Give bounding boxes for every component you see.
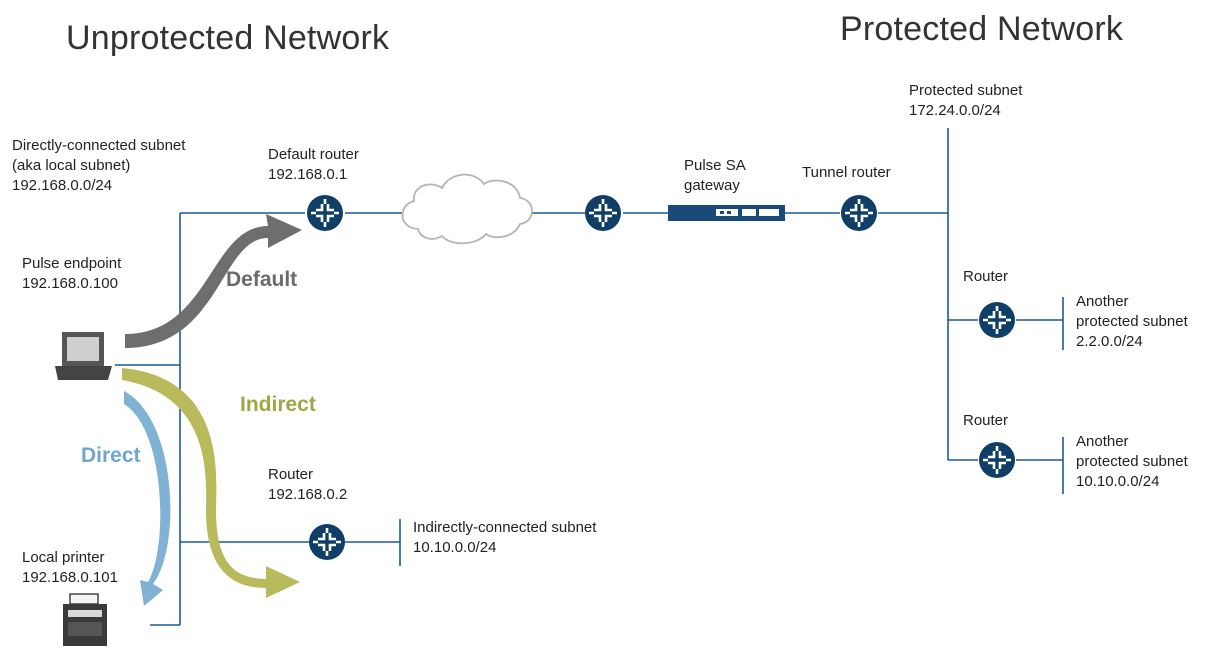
direct-subnet-address: 192.168.0.0/24 xyxy=(12,177,113,194)
unprotected-network-title: Unprotected Network xyxy=(66,19,390,57)
default-flow-arrow xyxy=(125,214,302,348)
pulse-sa-gateway-label: Pulse SA gateway xyxy=(684,156,746,196)
router-b-icon xyxy=(977,440,1017,480)
local-printer-label: Local printer 192.168.0.101 xyxy=(22,548,118,588)
another-subnet-b-line2: protected subnet xyxy=(1076,453,1188,470)
router-c-name: Router xyxy=(268,466,314,483)
protected-network-title: Protected Network xyxy=(840,10,1124,48)
router-c-address: 192.168.0.2 xyxy=(268,486,348,503)
indirect-flow-label: Indirect xyxy=(240,393,316,416)
default-router-name: Default router xyxy=(268,146,359,163)
default-router-label: Default router 192.168.0.1 xyxy=(268,145,359,185)
router-icon xyxy=(583,193,623,233)
printer-icon xyxy=(63,593,107,646)
pulse-sa-name: Pulse SA xyxy=(684,157,746,174)
default-router-address: 192.168.0.1 xyxy=(268,166,348,183)
pulse-endpoint-name: Pulse endpoint xyxy=(22,255,122,272)
protected-subnet-label: Protected subnet 172.24.0.0/24 xyxy=(909,81,1022,121)
tunnel-router-label: Tunnel router xyxy=(802,164,891,181)
tunnel-router-icon xyxy=(839,193,879,233)
router-a-label: Router xyxy=(963,268,1009,285)
router-c-icon xyxy=(307,522,347,562)
direct-subnet-alias: (aka local subnet) xyxy=(12,157,131,174)
indirect-subnet-address: 10.10.0.0/24 xyxy=(413,539,497,556)
pulse-endpoint-label: Pulse endpoint 192.168.0.100 xyxy=(22,254,121,294)
another-subnet-a-address: 2.2.0.0/24 xyxy=(1076,333,1143,350)
network-links xyxy=(115,128,1064,626)
another-subnet-a-line1: Another xyxy=(1076,293,1129,310)
another-subnet-b-label: Another protected subnet 10.10.0.0/24 xyxy=(1076,432,1188,492)
direct-subnet-name: Directly-connected subnet xyxy=(12,137,186,154)
router-b-label: Router xyxy=(963,412,1009,429)
another-subnet-a-line2: protected subnet xyxy=(1076,313,1188,330)
another-subnet-b-line1: Another xyxy=(1076,433,1129,450)
default-router-icon xyxy=(305,193,345,233)
router-c-label: Router 192.168.0.2 xyxy=(268,465,347,505)
indirect-subnet-label: Indirectly-connected subnet 10.10.0.0/24 xyxy=(413,518,596,558)
indirect-subnet-name: Indirectly-connected subnet xyxy=(413,519,597,536)
another-subnet-b-address: 10.10.0.0/24 xyxy=(1076,473,1160,490)
local-printer-name: Local printer xyxy=(22,549,105,566)
pulse-sa-role: gateway xyxy=(684,177,740,194)
direct-flow-arrow xyxy=(124,391,171,606)
router-a-icon xyxy=(977,300,1017,340)
pulse-endpoint-address: 192.168.0.100 xyxy=(22,275,118,292)
indirect-flow-arrow xyxy=(122,368,300,598)
protected-subnet-name: Protected subnet xyxy=(909,82,1023,99)
cloud-icon xyxy=(401,173,533,245)
protected-subnet-address: 172.24.0.0/24 xyxy=(909,102,1001,119)
laptop-icon xyxy=(55,332,112,380)
local-printer-address: 192.168.0.101 xyxy=(22,569,118,586)
another-subnet-a-label: Another protected subnet 2.2.0.0/24 xyxy=(1076,292,1188,352)
direct-flow-label: Direct xyxy=(81,444,141,467)
direct-subnet-label: Directly-connected subnet (aka local sub… xyxy=(12,136,185,196)
default-flow-label: Default xyxy=(226,268,298,291)
gateway-appliance-icon xyxy=(668,205,785,221)
